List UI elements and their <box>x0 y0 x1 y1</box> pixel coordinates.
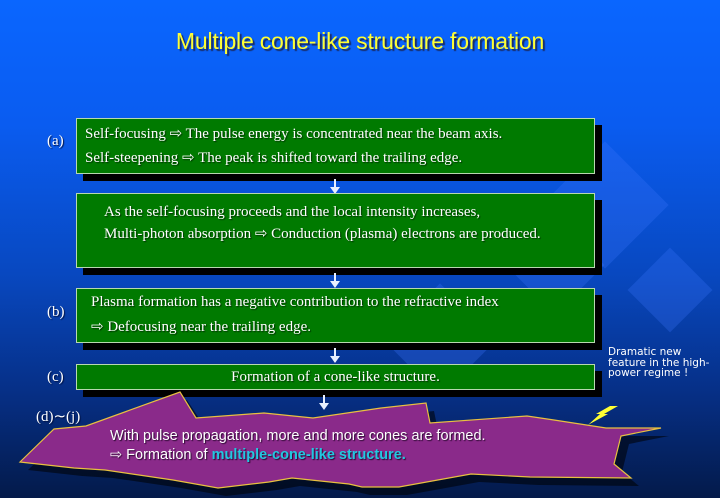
callout-text: With pulse propagation, more and more co… <box>110 427 486 465</box>
step-text: Self-steepening ⇨ The peak is shifted to… <box>85 150 463 166</box>
callout-line-2: ⇨ Formation of multiple-cone-like struct… <box>110 446 486 465</box>
lightning-icon <box>586 406 618 426</box>
step-box-defocusing: Plasma formation has a negative contribu… <box>76 288 595 343</box>
step-text: As the self-focusing proceeds and the lo… <box>104 204 481 220</box>
flow-arrow <box>319 395 329 410</box>
step-text: Plasma formation has a negative contribu… <box>91 294 499 310</box>
starburst-callout <box>18 391 669 496</box>
flow-arrow <box>330 273 340 288</box>
background-diamond <box>627 247 713 333</box>
step-text: Formation of a cone-like structure. <box>231 369 440 385</box>
step-box-cone: Formation of a cone-like structure. <box>76 364 595 390</box>
step-text: Self-focusing ⇨ The pulse energy is conc… <box>85 126 503 142</box>
slide-title: Multiple cone-like structure formation <box>175 28 545 54</box>
step-box-self-focusing: Self-focusing ⇨ The pulse energy is conc… <box>76 118 595 174</box>
callout-line-2-prefix: ⇨ Formation of <box>110 447 212 463</box>
step-label-d-to-j: (d)∼(j) <box>36 409 81 425</box>
side-note: Dramatic new feature in the high-power r… <box>608 346 710 379</box>
step-box-multiphoton: As the self-focusing proceeds and the lo… <box>76 193 595 268</box>
callout-highlight: multiple-cone-like structure. <box>211 447 406 463</box>
step-text: Multi-photon absorption ⇨ Conduction (pl… <box>104 226 541 242</box>
step-text: ⇨ Defocusing near the trailing edge. <box>91 319 311 335</box>
step-label-a: (a) <box>47 133 64 149</box>
callout-line-1: With pulse propagation, more and more co… <box>110 428 486 444</box>
step-label-b: (b) <box>47 304 65 320</box>
step-label-c: (c) <box>47 369 64 385</box>
flow-arrow <box>330 179 340 194</box>
flow-arrow <box>330 348 340 363</box>
